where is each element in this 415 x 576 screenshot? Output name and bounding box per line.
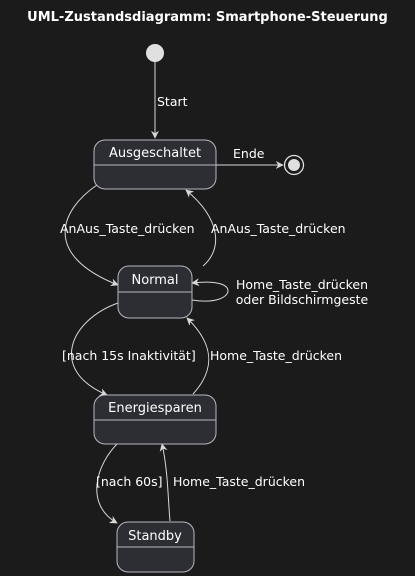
label-normal-self-line1: Home_Taste_drücken (236, 277, 368, 292)
state-energiesparen-label: Energiesparen (108, 401, 202, 416)
state-ausgeschaltet: Ausgeschaltet (93, 139, 217, 190)
state-standby: Standby (116, 521, 195, 573)
edge-energie-to-normal (186, 317, 210, 395)
label-energie-to-normal: Home_Taste_drücken (210, 348, 342, 363)
label-normal-self-line2: oder Bildschirmgeste (236, 292, 369, 307)
edge-normal-to-energie (70, 302, 119, 396)
label-standby-to-energie: Home_Taste_drücken (173, 474, 305, 489)
label-ende: Ende (233, 146, 265, 161)
edge-standby-to-energie (159, 443, 171, 522)
diagram-title: UML-Zustandsdiagramm: Smartphone-Steueru… (27, 10, 388, 25)
edge-aus-to-normal (64, 184, 119, 287)
state-normal: Normal (117, 265, 193, 319)
label-energie-to-standby: [nach 60s] (96, 474, 163, 489)
label-normal-to-energie: [nach 15s Inaktivität] (62, 348, 196, 363)
edge-normal-to-aus (185, 189, 217, 267)
state-normal-label: Normal (131, 273, 178, 288)
label-aus-to-normal: AnAus_Taste_drücken (60, 221, 195, 236)
state-ausgeschaltet-label: Ausgeschaltet (109, 146, 201, 161)
edge-energie-to-standby (96, 441, 120, 524)
edge-normal-self-loop (191, 278, 229, 302)
label-normal-to-aus: AnAus_Taste_drücken (211, 221, 346, 236)
final-state-node (283, 154, 305, 176)
initial-state-node (146, 44, 164, 62)
state-energiesparen: Energiesparen (93, 394, 217, 445)
label-start: Start (157, 94, 188, 109)
state-standby-label: Standby (128, 529, 182, 544)
